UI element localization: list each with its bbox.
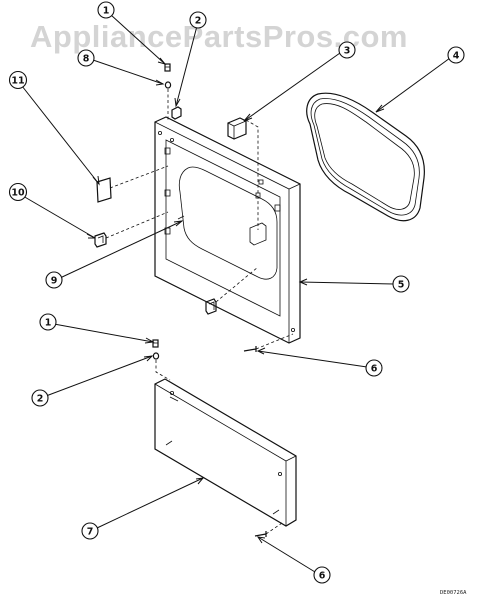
leader-lines [21,14,451,573]
svg-text:6: 6 [319,571,326,582]
alignment-line [155,360,171,381]
callout-4[interactable]: 4 [447,46,465,64]
svg-text:9: 9 [51,276,58,287]
callout-2-bottom[interactable]: 2 [31,389,49,407]
svg-text:2: 2 [37,394,44,405]
top-screw-part[interactable] [164,63,171,72]
alignment-line [255,333,294,350]
callout-1-top[interactable]: 1 [97,1,115,19]
svg-text:2: 2 [195,16,202,27]
screw-part-lower[interactable] [254,531,267,537]
svg-text:1: 1 [45,318,52,329]
svg-text:5: 5 [398,280,405,291]
svg-text:8: 8 [83,54,90,65]
svg-text:6: 6 [371,364,378,375]
callout-11[interactable]: 11 [8,70,28,90]
callout-5[interactable]: 5 [392,275,410,293]
callout-6-upper[interactable]: 6 [365,359,383,377]
kick-panel-part[interactable] [154,378,297,527]
top-bracket-part[interactable] [171,106,182,120]
callout-9[interactable]: 9 [45,271,63,289]
lower-screw-part[interactable] [152,339,159,348]
label-part[interactable] [96,177,112,203]
svg-text:4: 4 [453,51,460,62]
door-frame-part[interactable] [154,116,301,344]
callout-7[interactable]: 7 [81,522,99,540]
svg-text:1: 1 [103,6,110,17]
callout-1-bottom[interactable]: 1 [39,313,57,331]
screw-part-upper[interactable] [243,346,257,352]
top-washer-part[interactable] [164,81,172,89]
svg-text:3: 3 [344,46,351,57]
door-seal-part[interactable] [306,92,425,222]
lower-clip-part[interactable] [205,298,217,315]
alignment-line [105,211,169,239]
svg-text:7: 7 [87,527,94,538]
svg-text:10: 10 [11,188,25,199]
catch-installed-outline [249,222,267,246]
callout-6-lower[interactable]: 6 [313,566,331,584]
callout-8[interactable]: 8 [77,49,95,67]
callout-2-top[interactable]: 2 [189,11,207,29]
lower-washer-part[interactable] [152,352,160,360]
svg-text:11: 11 [11,76,24,87]
alignment-line [109,165,169,189]
bumper-clip-part[interactable] [94,232,107,248]
alignment-line [245,119,259,230]
diagram-code: DE00726A [440,590,467,596]
alignment-line [265,522,283,535]
alignment-line [215,266,259,303]
callout-3[interactable]: 3 [338,41,356,59]
screw-mark [177,215,185,220]
catch-part[interactable] [227,117,247,140]
callout-10[interactable]: 10 [8,182,28,202]
